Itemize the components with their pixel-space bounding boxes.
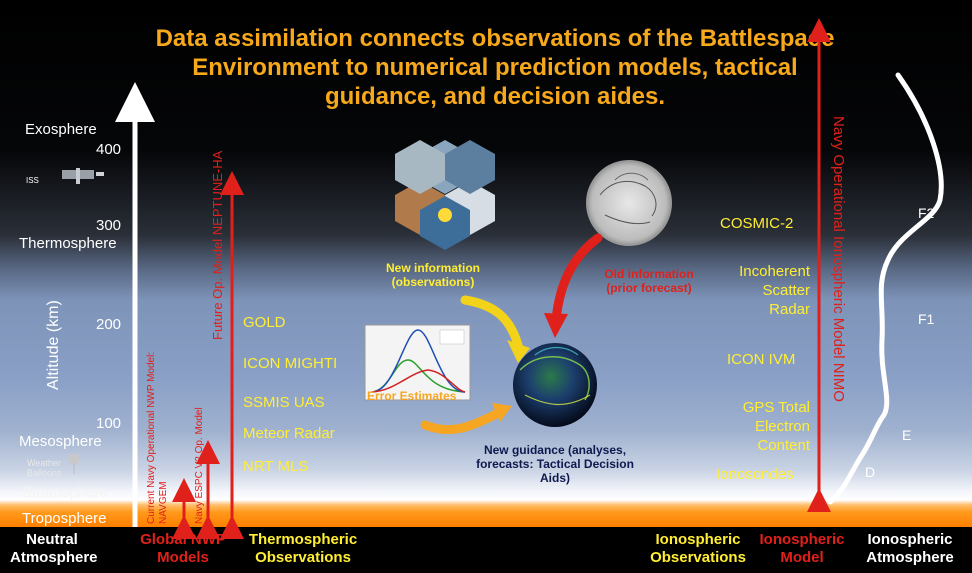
error-estimates-label: Error Estimates	[367, 389, 457, 403]
thermo-obs-meteor-radar: Meteor Radar	[243, 425, 335, 442]
old-info-label: Old information (prior forecast)	[604, 267, 694, 295]
footer-ionospheric-observations: Ionospheric Observations	[650, 531, 746, 566]
tick-100: 100	[96, 415, 122, 432]
espc-label: Navy ESPC V2 Op. Model	[194, 407, 205, 524]
iono-obs-icon-ivm: ICON IVM	[727, 351, 796, 368]
old-info-arrow	[551, 233, 603, 325]
iss-label: ISS	[26, 176, 39, 185]
thermo-obs-nrt-mls: NRT MLS	[243, 458, 309, 475]
guidance-globe	[513, 343, 597, 427]
observation-photo-collage	[395, 140, 495, 250]
layer-mesosphere: Mesosphere	[19, 433, 102, 450]
diagram-title: Data assimilation connects observations …	[155, 25, 835, 110]
new-info-label: New information (observations)	[385, 261, 480, 289]
layer-stratosphere: Stratosphere	[22, 484, 108, 501]
footer-ionospheric-model: Ionospheric Model	[759, 531, 845, 566]
thermo-obs-ssmis: SSMIS UAS	[243, 394, 325, 411]
error-arrow	[420, 407, 505, 435]
footer-thermospheric-observations: Thermospheric Observations	[248, 531, 358, 566]
layer-exosphere: Exosphere	[25, 121, 97, 138]
weather-balloon-icon	[68, 453, 80, 474]
footer-global-nwp-models: Global NWP Models	[140, 531, 226, 566]
new-guidance-label: New guidance (analyses, forecasts: Tacti…	[476, 443, 634, 485]
tick-400: 400	[96, 141, 122, 158]
layer-troposphere: Troposphere	[22, 510, 107, 527]
layer-f1: F1	[918, 311, 935, 327]
balloons-label: Weather Balloons	[27, 458, 62, 478]
iono-obs-ionosondes: Ionosondes	[716, 466, 794, 483]
iono-obs-cosmic2: COSMIC-2	[720, 215, 794, 232]
new-info-arrow	[460, 295, 523, 350]
footer-band	[0, 527, 972, 573]
navgem-label: Current Navy Operational NWP Model: NAVG…	[146, 351, 169, 524]
iono-obs-gps-tec: GPS Total Electron Content	[742, 399, 810, 454]
layer-thermosphere: Thermosphere	[19, 235, 117, 252]
layer-e: E	[902, 427, 912, 443]
tick-300: 300	[96, 217, 122, 234]
nimo-label: Navy Operational Ionospheric Model NIMO	[830, 116, 847, 402]
neptune-label: Future Op. Model NEPTUNE-HA	[210, 150, 225, 340]
tick-200: 200	[96, 316, 122, 333]
layer-f2: F2	[918, 205, 935, 221]
footer-ionospheric-atmosphere: Ionospheric Atmosphere	[866, 531, 954, 566]
iss-icon	[62, 168, 104, 184]
thermo-obs-gold: GOLD	[243, 314, 286, 331]
electron-density-profile	[827, 72, 944, 505]
footer-neutral-atmosphere: Neutral Atmosphere	[10, 531, 98, 566]
layer-d: D	[865, 464, 876, 480]
iono-obs-isr: Incoherent Scatter Radar	[739, 263, 810, 318]
thermo-obs-icon-mighti: ICON MIGHTI	[243, 355, 338, 372]
error-estimates-chart	[364, 324, 471, 401]
altitude-axis-label: Altitude (km)	[45, 300, 62, 390]
prior-forecast-map	[586, 160, 672, 246]
